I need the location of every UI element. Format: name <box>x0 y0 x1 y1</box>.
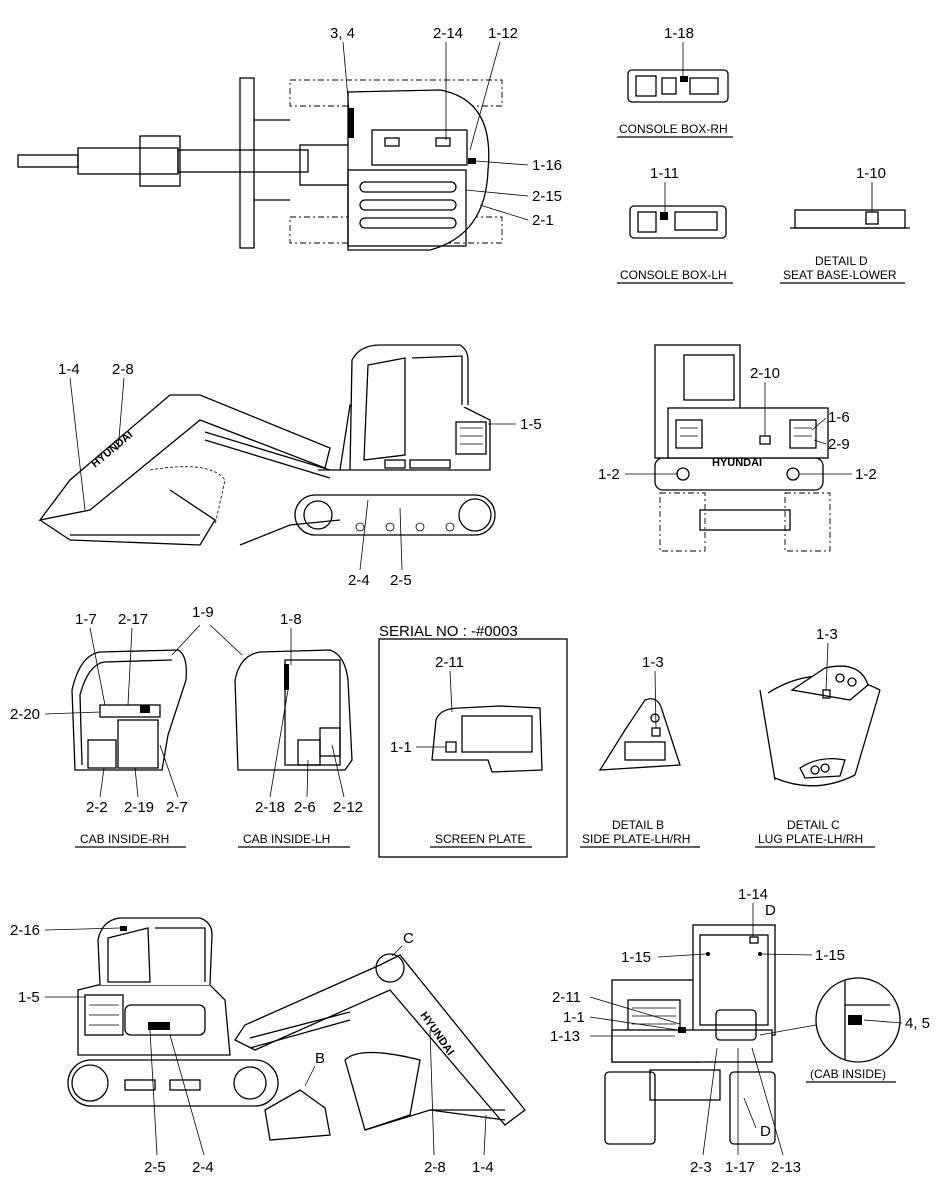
callout-cab-1-9: 1-9 <box>192 604 214 621</box>
callout-side-1-4: 1-4 <box>58 361 80 378</box>
cab-inside-detail-drawing <box>759 977 901 1063</box>
caption-detail-c: DETAIL C <box>787 818 840 832</box>
callout-1-18: 1-18 <box>664 25 694 42</box>
caption-console-box-lh: CONSOLE BOX-LH <box>620 268 727 282</box>
callout-screen-2-11: 2-11 <box>435 654 464 671</box>
caption-console-box-rh: CONSOLE BOX-RH <box>619 122 728 136</box>
callout-f-1-15-right: 1-15 <box>815 947 845 964</box>
callout-cab-2-18: 2-18 <box>255 799 285 816</box>
callout-side-1-5: 1-5 <box>520 416 542 433</box>
caption-lug-plate: LUG PLATE-LH/RH <box>758 832 863 846</box>
front-view-drawing <box>604 924 776 1145</box>
console-box-rh-drawing <box>627 69 729 103</box>
callout-cab-1-8: 1-8 <box>280 611 302 628</box>
cab-inside-lh-drawing <box>234 649 353 771</box>
rear-view-drawing: HYUNDAI <box>654 344 831 552</box>
serial-number-label: SERIAL NO : -#0003 <box>379 623 518 640</box>
callout-ls-2-4: 2-4 <box>192 1159 214 1176</box>
caption-detail-b: DETAIL B <box>612 818 664 832</box>
serial-box <box>378 638 568 858</box>
caption-cab-inside-lh: CAB INSIDE-LH <box>243 832 330 846</box>
callout-cab-2-19: 2-19 <box>124 799 154 816</box>
callout-cab-2-2: 2-2 <box>86 799 108 816</box>
caption-cab-inside: (CAB INSIDE) <box>810 1067 886 1081</box>
callout-rear-1-2-left: 1-2 <box>598 466 620 483</box>
rear-brand-text: HYUNDAI <box>712 457 762 469</box>
callout-f-1-17: 1-17 <box>725 1159 755 1176</box>
cab-inside-rh-drawing <box>71 649 187 771</box>
callout-rear-2-9: 2-9 <box>828 436 850 453</box>
callout-c-1-3: 1-3 <box>816 626 838 643</box>
callout-side-2-5: 2-5 <box>390 572 412 589</box>
callout-f-2-3: 2-3 <box>690 1159 712 1176</box>
side-view-rh-drawing: HYUNDAI <box>38 344 496 546</box>
caption-detail-d: DETAIL D <box>815 254 868 268</box>
callout-f-1-14: 1-14 <box>738 886 768 903</box>
callout-ls-2-16: 2-16 <box>10 922 40 939</box>
side-view-lh-drawing: HYUNDAI <box>67 917 526 1141</box>
callout-rear-2-10: 2-10 <box>750 365 780 382</box>
detail-mark-d: D <box>765 902 776 919</box>
callout-side-2-4: 2-4 <box>348 572 370 589</box>
callout-cab-1-7: 1-7 <box>75 611 97 628</box>
callout-rear-1-2-right: 1-2 <box>855 466 877 483</box>
caption-cab-inside-rh: CAB INSIDE-RH <box>80 832 169 846</box>
detail-mark-c: C <box>403 930 414 947</box>
side-plate-drawing <box>598 698 681 771</box>
callout-f-2-11: 2-11 <box>552 989 581 1006</box>
callout-cab-2-7: 2-7 <box>166 799 188 816</box>
lug-plate-drawing <box>759 665 881 787</box>
callout-f-4-5: 4, 5 <box>905 1015 930 1032</box>
callout-cab-2-20: 2-20 <box>10 706 40 723</box>
callout-ls-1-5: 1-5 <box>18 989 40 1006</box>
callout-f-2-13: 2-13 <box>771 1159 801 1176</box>
callout-cab-2-12: 2-12 <box>333 799 363 816</box>
callout-f-1-13: 1-13 <box>550 1028 580 1045</box>
callout-1-11: 1-11 <box>650 165 679 182</box>
callout-ls-2-8: 2-8 <box>424 1159 446 1176</box>
detail-mark-d-lower: D <box>760 1123 771 1140</box>
callout-3-4: 3, 4 <box>330 25 355 42</box>
caption-seat-base-lower: SEAT BASE-LOWER <box>783 268 897 282</box>
callout-2-15: 2-15 <box>532 188 562 205</box>
top-view-drawing <box>17 77 503 251</box>
callout-cab-2-6: 2-6 <box>294 799 316 816</box>
callout-ls-1-4: 1-4 <box>472 1159 494 1176</box>
screen-plate-drawing <box>431 705 543 773</box>
callout-1-10: 1-10 <box>856 165 886 182</box>
callout-cab-2-17: 2-17 <box>118 611 148 628</box>
seat-base-lower-drawing <box>790 209 910 229</box>
console-box-lh-drawing <box>629 205 727 239</box>
callout-f-1-15-left: 1-15 <box>621 949 651 966</box>
caption-screen-plate: SCREEN PLATE <box>435 832 525 846</box>
callout-screen-1-1: 1-1 <box>390 739 412 756</box>
callout-f-1-1: 1-1 <box>563 1009 585 1026</box>
detail-mark-b: B <box>315 1050 325 1067</box>
callout-1-12: 1-12 <box>488 25 518 42</box>
callout-2-14: 2-14 <box>433 25 463 42</box>
callout-1-16: 1-16 <box>532 157 562 174</box>
callout-side-2-8: 2-8 <box>112 361 134 378</box>
callout-2-1: 2-1 <box>532 212 554 229</box>
callout-b-1-3: 1-3 <box>642 654 664 671</box>
callout-ls-2-5: 2-5 <box>144 1159 166 1176</box>
caption-side-plate: SIDE PLATE-LH/RH <box>582 832 690 846</box>
callout-rear-1-6: 1-6 <box>828 409 850 426</box>
